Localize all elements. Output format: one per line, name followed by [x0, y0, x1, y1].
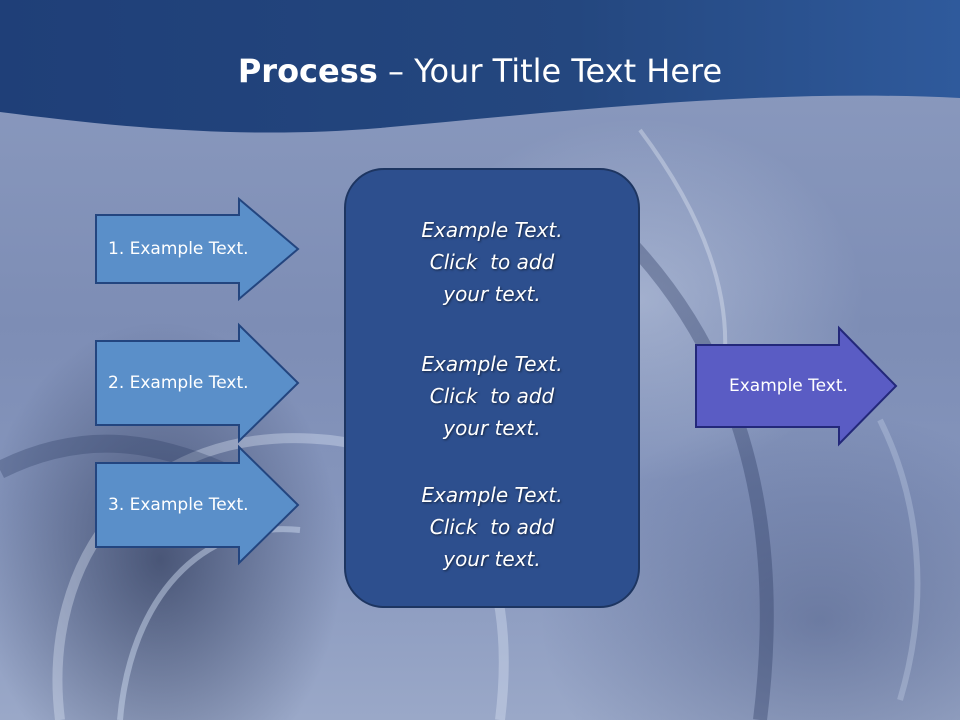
center-paragraph-2-line-2: Click to add — [429, 384, 555, 408]
center-paragraph-3-line-1: Example Text. — [421, 483, 563, 507]
center-paragraph-3-line-2: Click to add — [429, 515, 555, 539]
center-paragraph-3-line-3: your text. — [443, 547, 541, 571]
center-paragraph-2: Example Text. Click to add your text. — [346, 348, 638, 444]
center-paragraph-1-line-2: Click to add — [429, 250, 555, 274]
left-arrow-3[interactable]: 3. Example Text. — [95, 444, 301, 566]
center-paragraph-1: Example Text. Click to add your text. — [346, 214, 638, 310]
center-text-box[interactable]: Example Text. Click to add your text. Ex… — [344, 168, 640, 608]
left-arrow-2-label: 2. Example Text. — [108, 373, 249, 393]
center-paragraph-1-line-3: your text. — [443, 282, 541, 306]
left-arrow-3-label: 3. Example Text. — [108, 495, 249, 515]
left-arrow-2[interactable]: 2. Example Text. — [95, 322, 301, 444]
center-paragraph-1-line-1: Example Text. — [421, 218, 563, 242]
center-paragraph-2-line-3: your text. — [443, 416, 541, 440]
left-arrow-1[interactable]: 1. Example Text. — [95, 196, 301, 302]
right-arrow[interactable]: Example Text. — [695, 325, 899, 447]
slide-title: Process – Your Title Text Here — [0, 52, 960, 90]
right-arrow-label: Example Text. — [729, 376, 848, 396]
title-bold: Process — [237, 52, 378, 90]
header-band — [0, 0, 960, 133]
title-rest: – Your Title Text Here — [377, 52, 723, 90]
center-paragraph-3: Example Text. Click to add your text. — [346, 479, 638, 575]
center-paragraph-2-line-1: Example Text. — [421, 352, 563, 376]
left-arrow-1-label: 1. Example Text. — [108, 239, 249, 259]
